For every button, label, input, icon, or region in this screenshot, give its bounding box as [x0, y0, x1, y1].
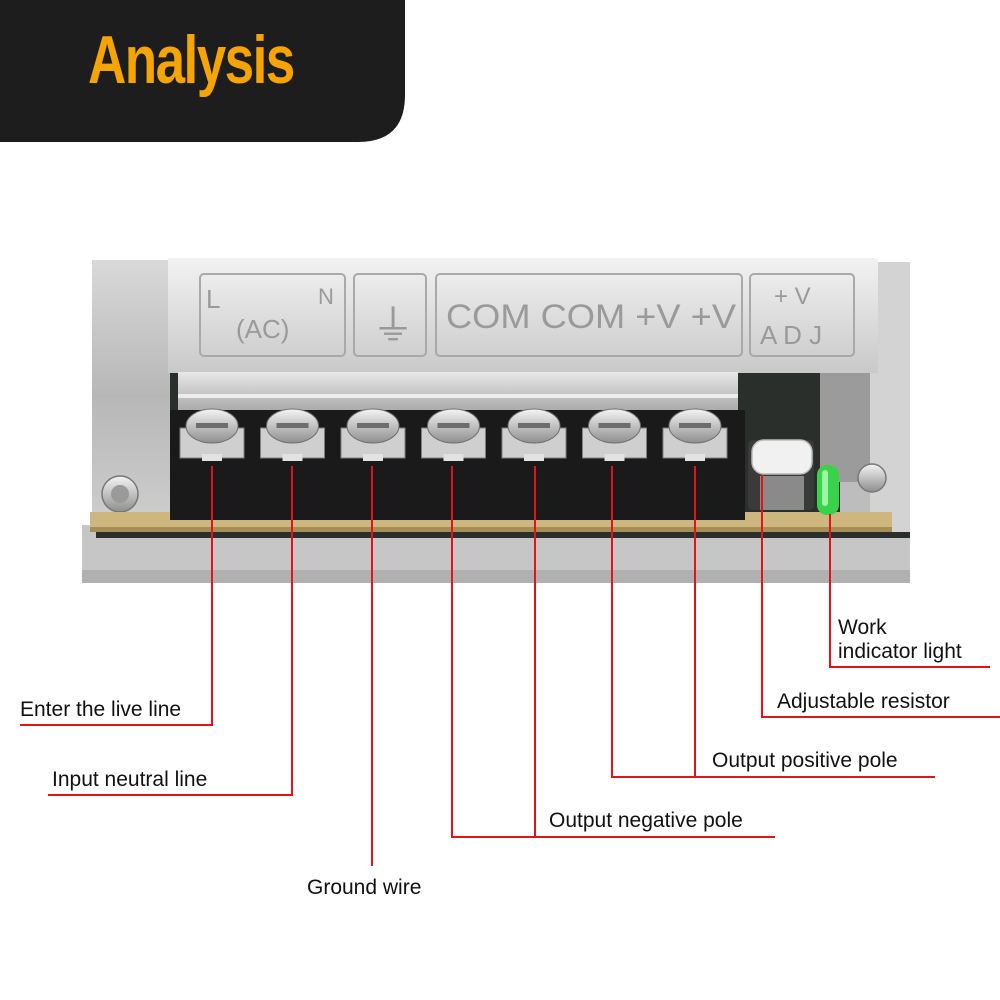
leader-neutral-line — [48, 466, 293, 796]
terminal-screw — [421, 408, 486, 461]
terminal-screw — [260, 408, 325, 461]
leader-lines — [20, 466, 1000, 866]
adjustable-resistor — [748, 439, 814, 510]
faceplate — [168, 258, 878, 373]
label-ground-wire: Ground wire — [307, 876, 422, 899]
label-negative-pole: Output negative pole — [549, 809, 743, 832]
label-adj-resistor: Adjustable resistor — [777, 690, 950, 713]
power-supply-device: L (AC) N ⏚ COM COM +V +V + V A D J — [82, 258, 910, 583]
panel-ground-mark: ⏚ — [372, 301, 414, 350]
terminal-screw — [662, 408, 728, 461]
panel-mark-l: L — [206, 284, 220, 314]
leader-indicator — [829, 514, 990, 668]
leader-negative-pole — [534, 466, 775, 838]
terminal-screw — [582, 408, 647, 461]
leader-positive-link — [611, 466, 695, 778]
terminal-cover-rail — [178, 372, 738, 412]
label-indicator-line2: indicator light — [838, 640, 962, 663]
header-banner — [0, 0, 405, 142]
terminal-screw — [340, 408, 406, 461]
label-live-line: Enter the live line — [20, 698, 182, 721]
leader-adj-resistor — [761, 475, 1000, 718]
label-indicator-line1: Work — [838, 616, 887, 639]
panel-adj-top: + V — [774, 283, 811, 310]
panel-adj-bottom: A D J — [760, 320, 822, 350]
leader-live-line — [20, 466, 213, 726]
panel-output-marks: COM COM +V +V — [446, 298, 736, 336]
label-positive-pole: Output positive pole — [712, 749, 898, 772]
terminal-screw — [501, 408, 567, 461]
work-indicator-led — [817, 465, 839, 515]
leader-negative-link — [451, 466, 535, 838]
leader-positive-pole — [694, 466, 935, 778]
terminal-screw — [179, 408, 245, 461]
label-neutral-line: Input neutral line — [52, 768, 208, 791]
panel-mark-ac: (AC) — [236, 314, 289, 344]
terminal-screws — [179, 408, 728, 461]
panel-mark-n: N — [318, 284, 334, 309]
page-title: Analysis — [88, 22, 295, 98]
